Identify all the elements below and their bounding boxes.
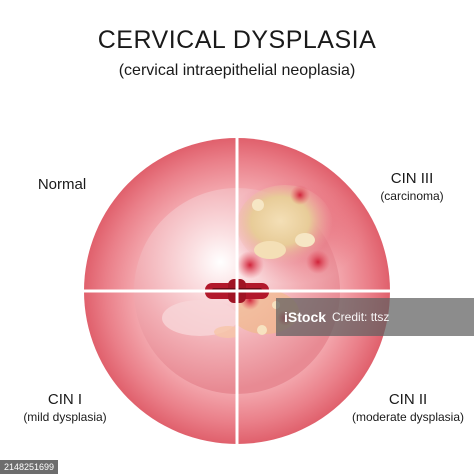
- watermark-logo: iStock: [284, 309, 327, 325]
- diagram-subtitle: (cervical intraepithelial neoplasia): [118, 62, 356, 79]
- cin3-region: [237, 180, 362, 284]
- image-id-badge: 2148251699: [0, 460, 59, 474]
- label-cin3: CIN III (carcinoma): [372, 170, 452, 204]
- label-normal: Normal: [22, 176, 102, 195]
- diagram-title: CERVICAL DYSPLASIA: [97, 26, 377, 54]
- label-cin3-title: CIN III: [390, 170, 434, 187]
- watermark-credit: Credit: ttsz: [332, 310, 390, 324]
- label-cin1: CIN I (mild dysplasia): [10, 391, 120, 425]
- label-cin1-subtitle: (mild dysplasia): [23, 409, 107, 424]
- label-cin2-title: CIN II: [388, 391, 428, 408]
- label-cin2-subtitle: (moderate dysplasia): [351, 409, 465, 424]
- label-cin1-title: CIN I: [47, 391, 83, 408]
- label-cin3-subtitle: (carcinoma): [380, 188, 444, 203]
- label-normal-title: Normal: [37, 176, 87, 193]
- watermark: iStock Credit: ttsz: [276, 298, 474, 336]
- label-cin2: CIN II (moderate dysplasia): [346, 391, 470, 425]
- cin1-region: [162, 300, 237, 338]
